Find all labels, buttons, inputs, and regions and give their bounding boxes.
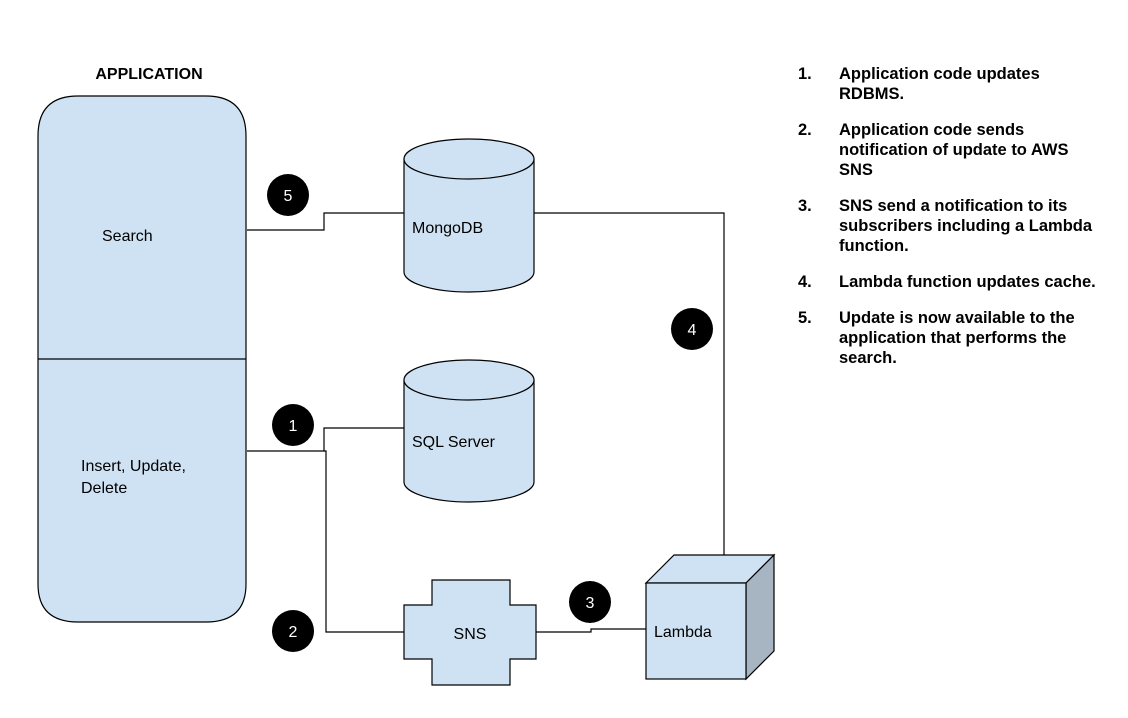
application-title: APPLICATION <box>95 66 202 83</box>
sqlserver-label: SQL Server <box>412 434 496 451</box>
lambda-cube <box>644 553 776 681</box>
legend-item: 4. Lambda function updates cache. <box>798 272 1098 292</box>
svg-text:3: 3 <box>586 595 595 612</box>
legend-item-text: Lambda function updates cache. <box>839 273 1096 291</box>
application-block <box>37 95 247 623</box>
step-badge-3: 3 <box>569 581 611 623</box>
lambda-label: Lambda <box>654 624 712 641</box>
sns-label: SNS <box>454 626 487 643</box>
svg-text:4: 4 <box>688 322 697 339</box>
svg-text:5: 5 <box>284 188 293 205</box>
legend-item-number: 3. <box>798 197 812 215</box>
search-to-mongodb-connector <box>247 212 404 231</box>
sns-to-lambda-connector <box>536 628 646 633</box>
crud-to-sns-connector <box>324 450 404 633</box>
mongodb-label: MongoDB <box>412 220 483 237</box>
legend-item-text: Application code sends notification of u… <box>839 121 1069 179</box>
mongodb-cylinder <box>403 138 535 293</box>
legend-item: 5. Update is now available to the applic… <box>798 308 1098 368</box>
lambda-to-mongodb-connector <box>534 212 725 555</box>
legend-item-text: Application code updates RDBMS. <box>839 65 1040 103</box>
crud-label-line2: Delete <box>81 480 127 497</box>
legend-item: 3. SNS send a notification to its subscr… <box>798 196 1098 256</box>
svg-text:1: 1 <box>289 418 298 435</box>
search-label: Search <box>102 228 153 245</box>
sqlserver-cylinder <box>403 359 535 503</box>
legend-item-number: 5. <box>798 309 812 327</box>
crud-to-sqlserver-connector <box>247 427 404 452</box>
legend-item-text: Update is now available to the applicati… <box>839 309 1075 367</box>
sns-shape <box>403 579 537 686</box>
svg-text:2: 2 <box>289 624 298 641</box>
legend-item-number: 1. <box>798 65 812 83</box>
steps-legend: 1. Application code updates RDBMS. 2. Ap… <box>798 64 1098 384</box>
legend-item: 2. Application code sends notification o… <box>798 120 1098 180</box>
step-badge-2: 2 <box>272 610 314 652</box>
legend-item-number: 2. <box>798 121 812 139</box>
step-badge-4: 4 <box>671 308 713 350</box>
step-badge-5: 5 <box>267 174 309 216</box>
legend-item: 1. Application code updates RDBMS. <box>798 64 1098 104</box>
legend-item-number: 4. <box>798 273 812 291</box>
step-badge-1: 1 <box>272 404 314 446</box>
legend-item-text: SNS send a notification to its subscribe… <box>839 197 1093 255</box>
crud-label-line1: Insert, Update, <box>81 458 186 475</box>
